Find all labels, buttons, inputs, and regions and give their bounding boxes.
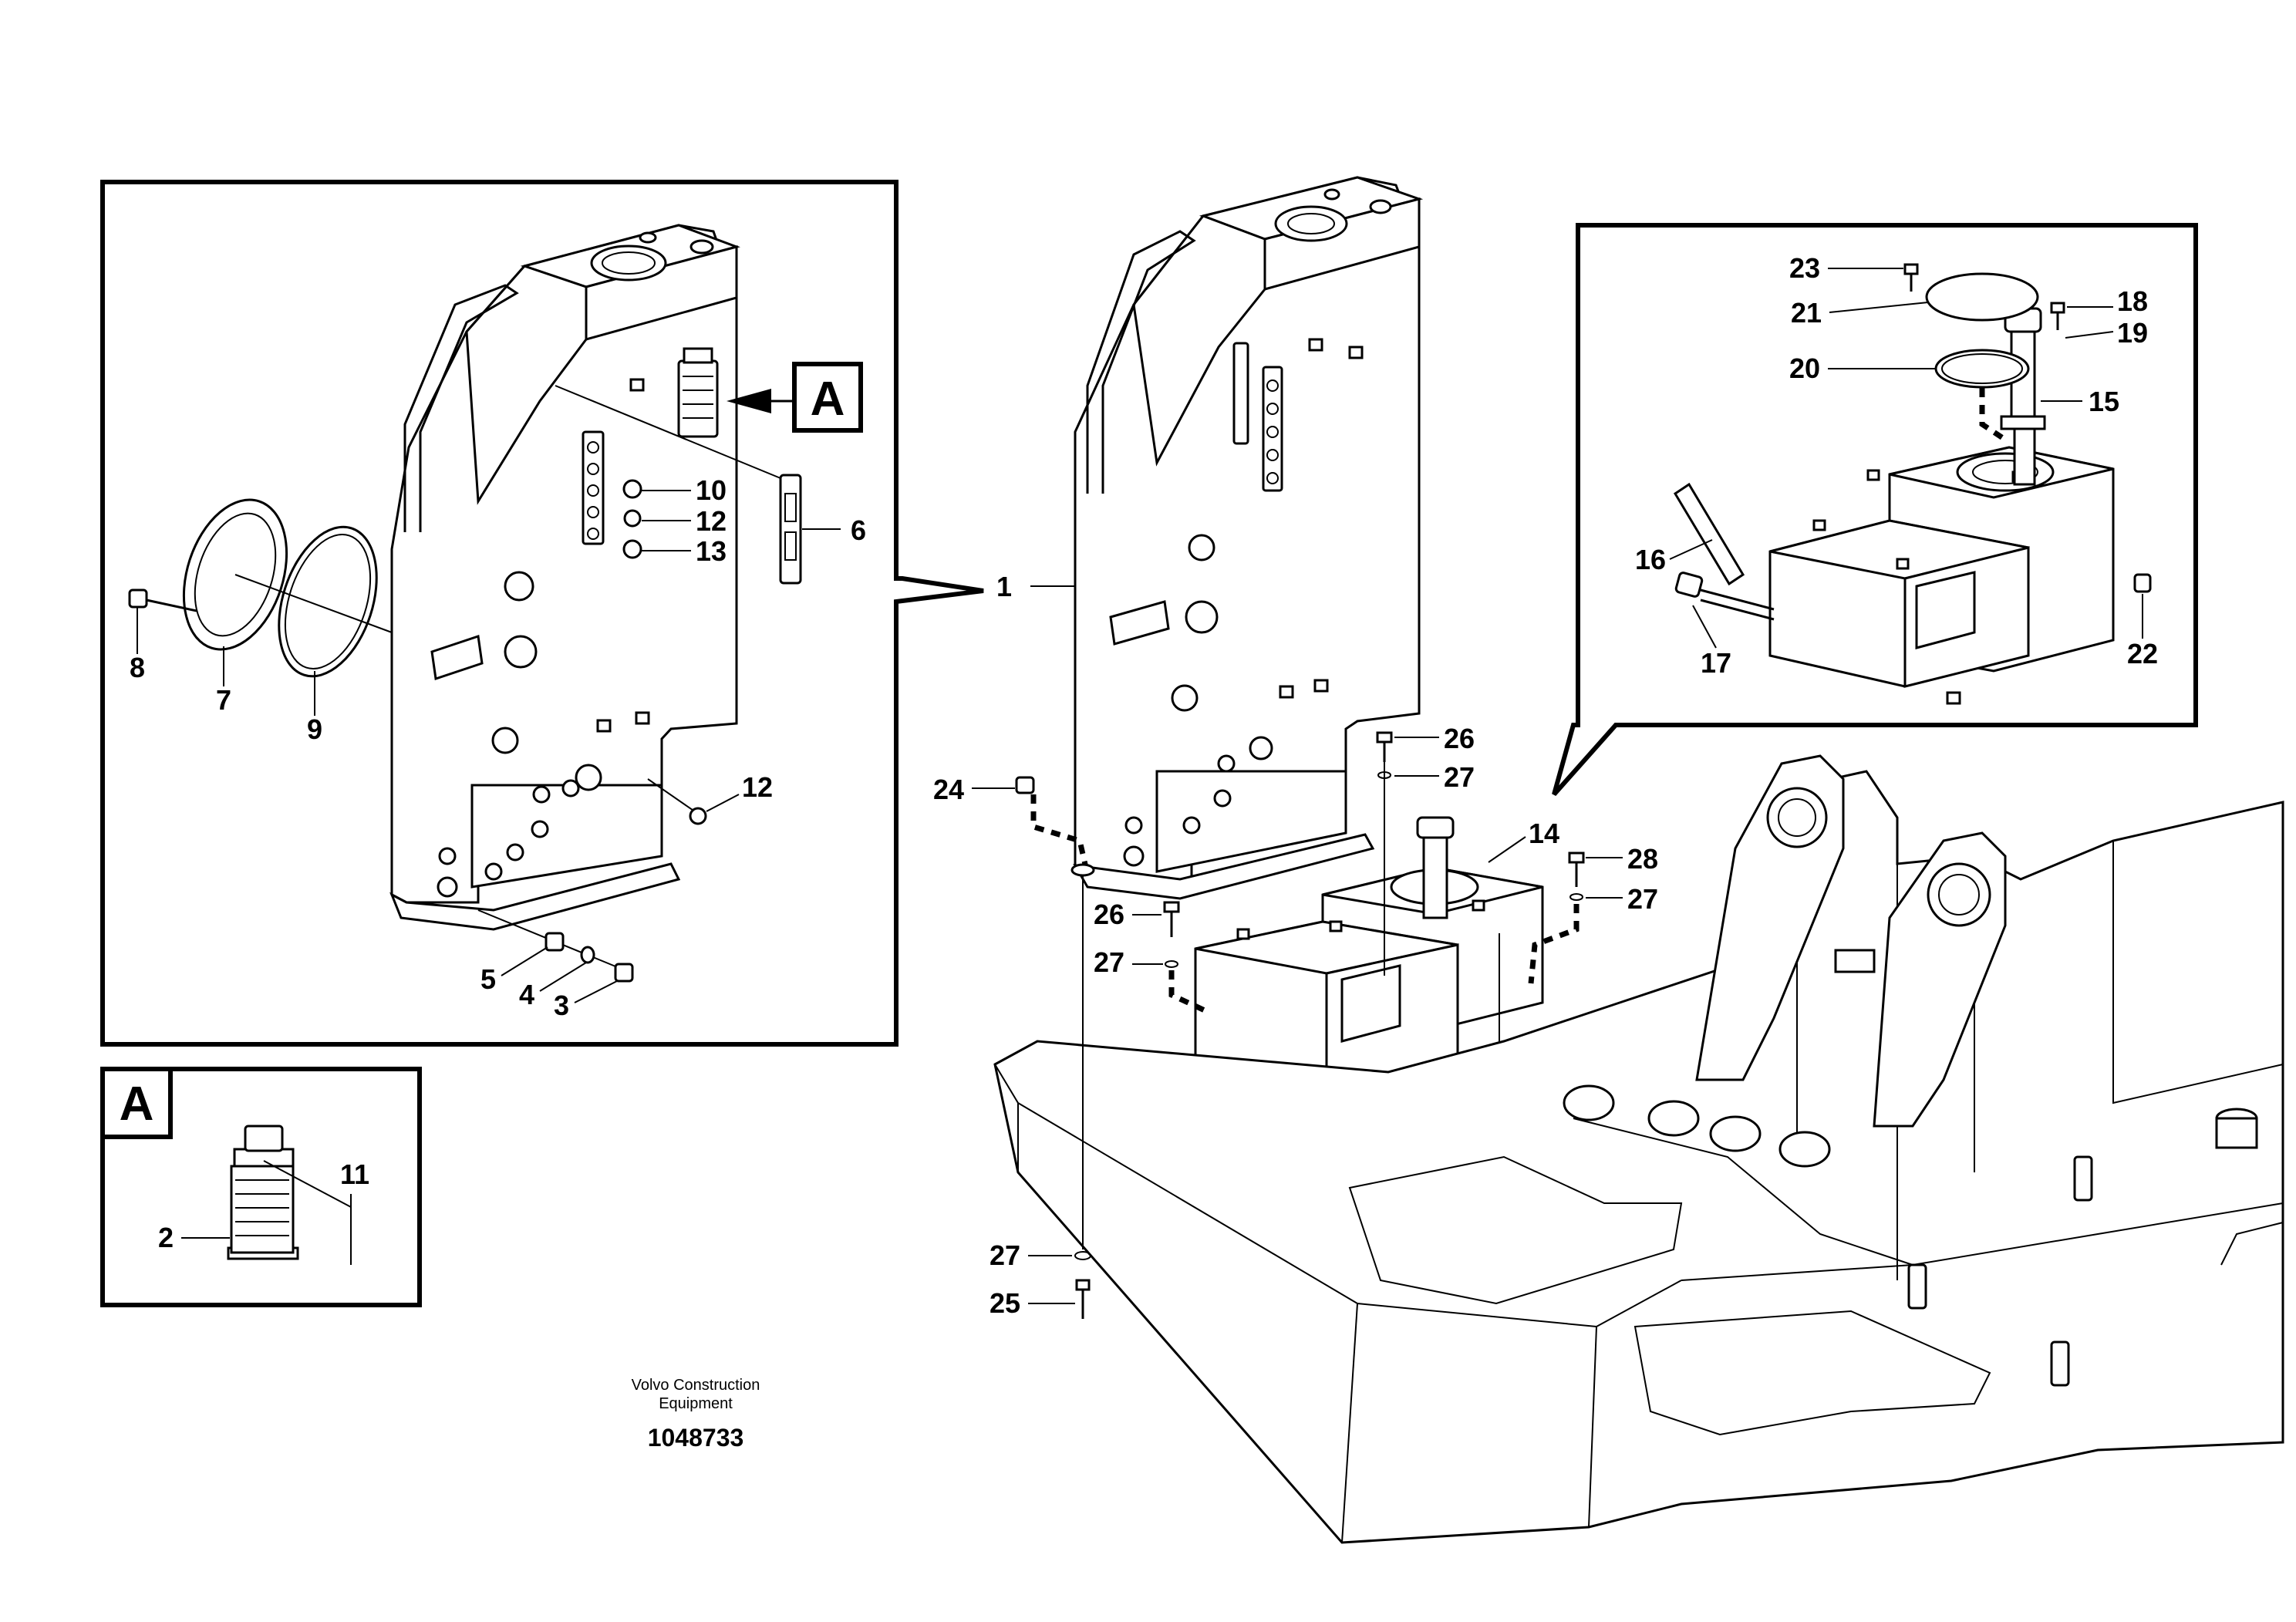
detail-frame-right <box>1552 223 2198 796</box>
label-5: 5 <box>480 963 496 995</box>
detail-a-letter: A <box>120 1077 154 1131</box>
drain-fittings <box>477 778 707 983</box>
label-16: 16 <box>1635 544 1666 575</box>
label-26-lower: 26 <box>1094 899 1124 930</box>
label-27-upper: 27 <box>1444 761 1475 793</box>
label-13: 13 <box>696 535 727 567</box>
company-line-1: Volvo Construction <box>632 1377 760 1394</box>
label-4: 4 <box>519 979 534 1010</box>
label-18: 18 <box>2117 285 2148 317</box>
company-line-2: Equipment <box>659 1395 733 1412</box>
label-27-right: 27 <box>1627 883 1658 915</box>
label-22: 22 <box>2127 638 2158 669</box>
detail-frame-a: A <box>100 1067 422 1307</box>
label-28: 28 <box>1627 843 1658 875</box>
hydraulic-tank-exploded <box>389 224 740 931</box>
label-9: 9 <box>307 713 322 745</box>
detail-frame-left <box>100 180 984 1047</box>
label-6: 6 <box>851 514 866 546</box>
mounting-hardware <box>1015 731 1585 1319</box>
label-8: 8 <box>130 652 145 683</box>
drawing-footer: Volvo Construction Equipment 1048733 <box>632 1377 760 1452</box>
label-23: 23 <box>1789 252 1820 284</box>
filter-housing-exploded <box>1673 263 2152 705</box>
label-24: 24 <box>933 774 964 805</box>
suction-strainer-detail <box>227 1125 352 1260</box>
upper-frame-chassis <box>993 754 2284 1544</box>
label-12-upper: 12 <box>696 505 727 537</box>
label-10: 10 <box>696 474 727 506</box>
label-3: 3 <box>554 990 569 1021</box>
label-25: 25 <box>990 1287 1020 1319</box>
drawing-number: 1048733 <box>648 1424 744 1452</box>
label-26-upper: 26 <box>1444 723 1475 754</box>
label-21: 21 <box>1791 297 1822 329</box>
filter-element-exploded <box>677 347 719 438</box>
sensor-fittings <box>622 479 642 559</box>
label-2: 2 <box>158 1222 174 1253</box>
label-17: 17 <box>1701 647 1731 679</box>
inspection-cover-parts <box>128 498 393 678</box>
hydraulic-tank-installed <box>1073 176 1424 900</box>
label-7: 7 <box>216 684 231 716</box>
callout-a: A <box>727 362 863 433</box>
label-20: 20 <box>1789 352 1820 384</box>
label-27-left: 27 <box>1094 946 1124 978</box>
filter-housing-installed <box>1194 756 1544 1111</box>
callout-labels: 1 2 3 4 5 6 7 8 9 10 11 12 13 12 14 15 1… <box>130 252 2158 1319</box>
label-19: 19 <box>2117 317 2148 349</box>
callout-a-letter: A <box>811 373 845 426</box>
label-14: 14 <box>1529 818 1559 849</box>
label-27-lower: 27 <box>990 1239 1020 1271</box>
label-15: 15 <box>2089 386 2119 417</box>
label-11: 11 <box>340 1158 369 1190</box>
label-1: 1 <box>996 571 1012 602</box>
sight-gauge-part <box>555 385 802 585</box>
label-12-lower: 12 <box>742 771 773 803</box>
